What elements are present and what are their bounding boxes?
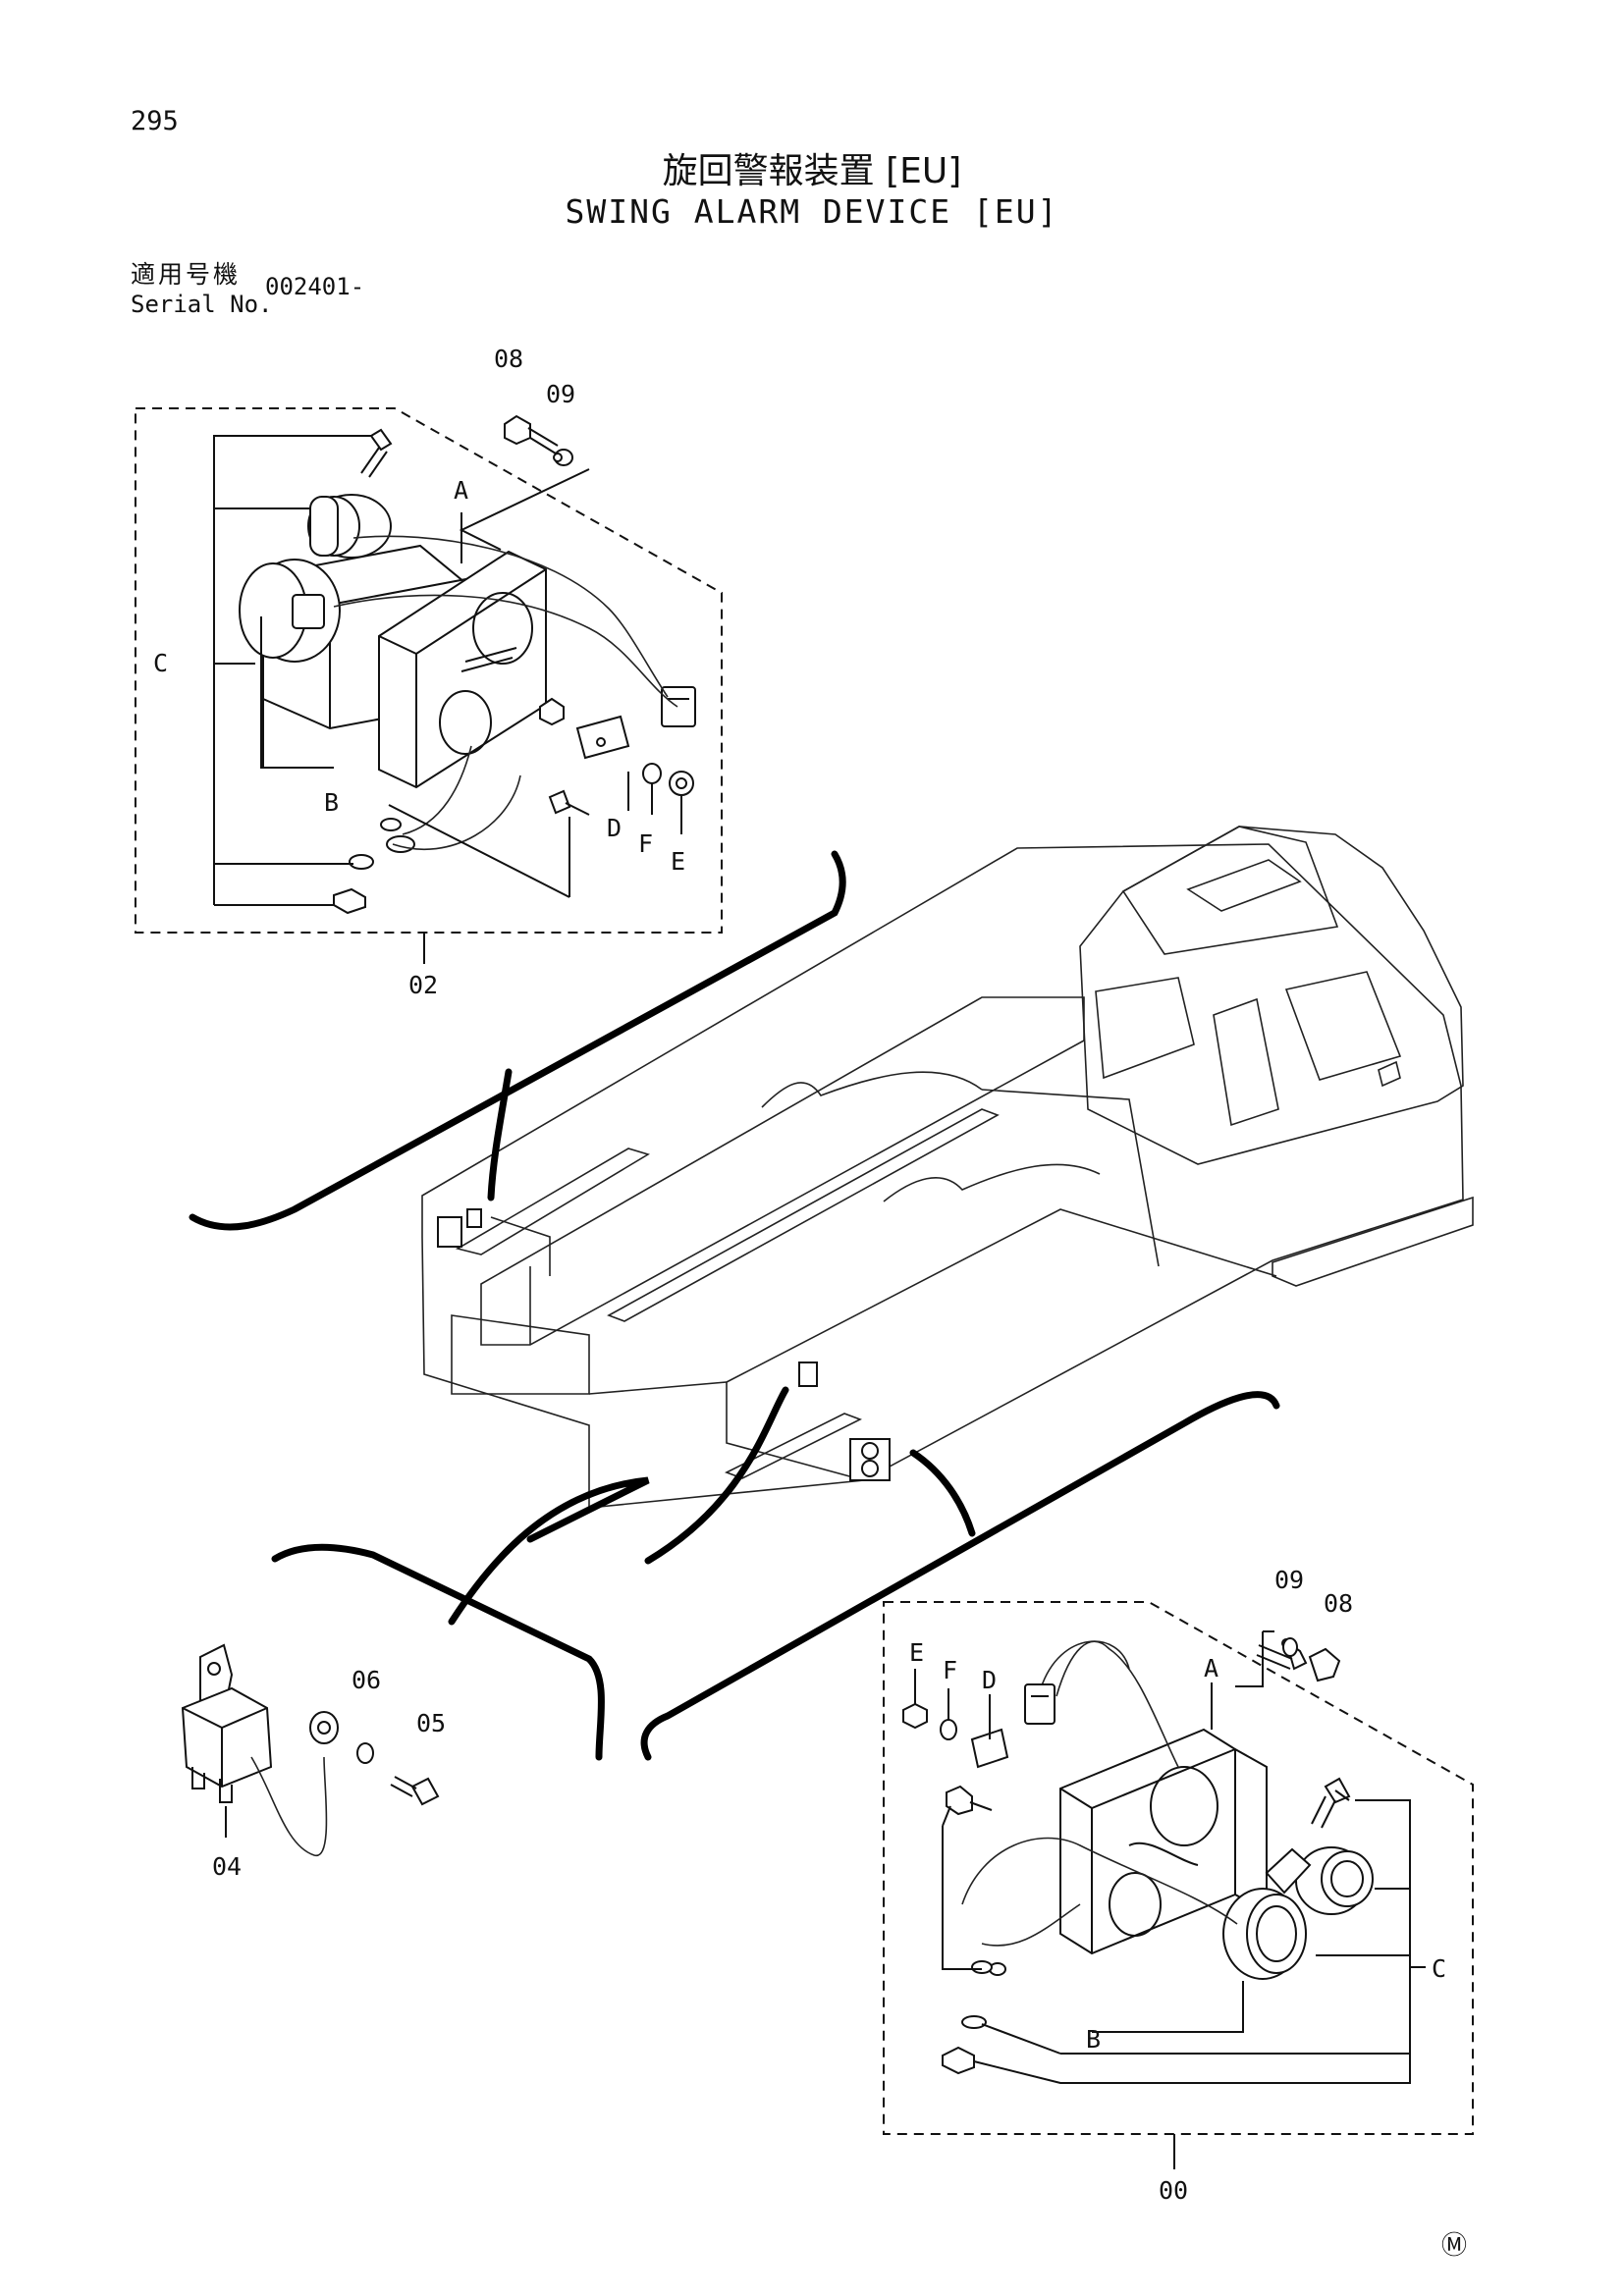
top-assembly-group: 08 09 A C B D F E 02 — [135, 345, 723, 999]
bottom-fasteners — [902, 1637, 1351, 2075]
serial-number-range: 002401- — [265, 273, 365, 300]
callout-top-d: D — [607, 814, 622, 842]
manual-mark-icon: Ⓜ — [1441, 2231, 1467, 2261]
callout-top-e: E — [671, 847, 685, 876]
callout-top-f: F — [638, 829, 653, 858]
relay-body — [181, 1686, 273, 1789]
callout-bottom-09: 09 — [1274, 1566, 1304, 1594]
top-assembly-boundary — [135, 407, 723, 934]
top-leader-lines — [213, 435, 682, 906]
relay-washer-06 — [356, 1742, 374, 1764]
relay-group: 06 05 04 — [181, 1643, 446, 1881]
callout-top-08: 08 — [494, 345, 523, 373]
relay-screw-05 — [410, 1777, 440, 1806]
relay-ground-wire — [250, 1756, 328, 1856]
bottom-horn-speakers — [1222, 1846, 1374, 1980]
callout-bottom-a: A — [1204, 1654, 1218, 1682]
callout-top-09: 09 — [546, 380, 575, 408]
bottom-connector — [1024, 1683, 1056, 1725]
callout-bottom-b: B — [1086, 2025, 1101, 2054]
top-wiring-harness — [333, 535, 678, 850]
callout-relay-05: 05 — [416, 1709, 446, 1737]
callout-top-b: B — [324, 788, 339, 817]
bottom-assembly-group: 09 08 E F D A C B 00 — [883, 1566, 1474, 2205]
location-brace-lines — [189, 850, 1280, 1761]
top-assembly-id: 02 — [408, 971, 438, 999]
bottom-assembly-boundary — [883, 1601, 1474, 2135]
bottom-assembly-id: 00 — [1159, 2176, 1188, 2205]
frame-relay-mount — [798, 1362, 818, 1387]
frame-bracket-left — [437, 1216, 462, 1248]
page-number: 295 — [131, 106, 179, 136]
callout-relay-06: 06 — [352, 1666, 381, 1694]
callout-bottom-d: D — [982, 1666, 997, 1694]
serial-label-japanese: 適用号機 — [131, 260, 242, 289]
excavator-upper-structure — [421, 826, 1474, 1509]
callout-bottom-f: F — [943, 1656, 957, 1684]
top-horn-speakers — [239, 494, 392, 663]
callout-bottom-08: 08 — [1324, 1589, 1353, 1618]
serial-label-english: Serial No. — [131, 291, 273, 318]
frame-connector-left — [466, 1208, 482, 1228]
callout-top-a: A — [454, 476, 468, 505]
top-fasteners — [333, 414, 696, 915]
bottom-leader-lines — [914, 1630, 1426, 2084]
page-title-english: SWING ALARM DEVICE [EU] — [565, 192, 1059, 231]
bottom-wiring-harness — [961, 1640, 1238, 1947]
page-title-japanese: 旋回警報装置 [EU] — [662, 151, 962, 191]
callout-relay-04: 04 — [212, 1852, 242, 1881]
callout-bottom-c: C — [1432, 1954, 1446, 1983]
callout-top-c: C — [153, 649, 168, 677]
callout-bottom-e: E — [909, 1638, 924, 1667]
